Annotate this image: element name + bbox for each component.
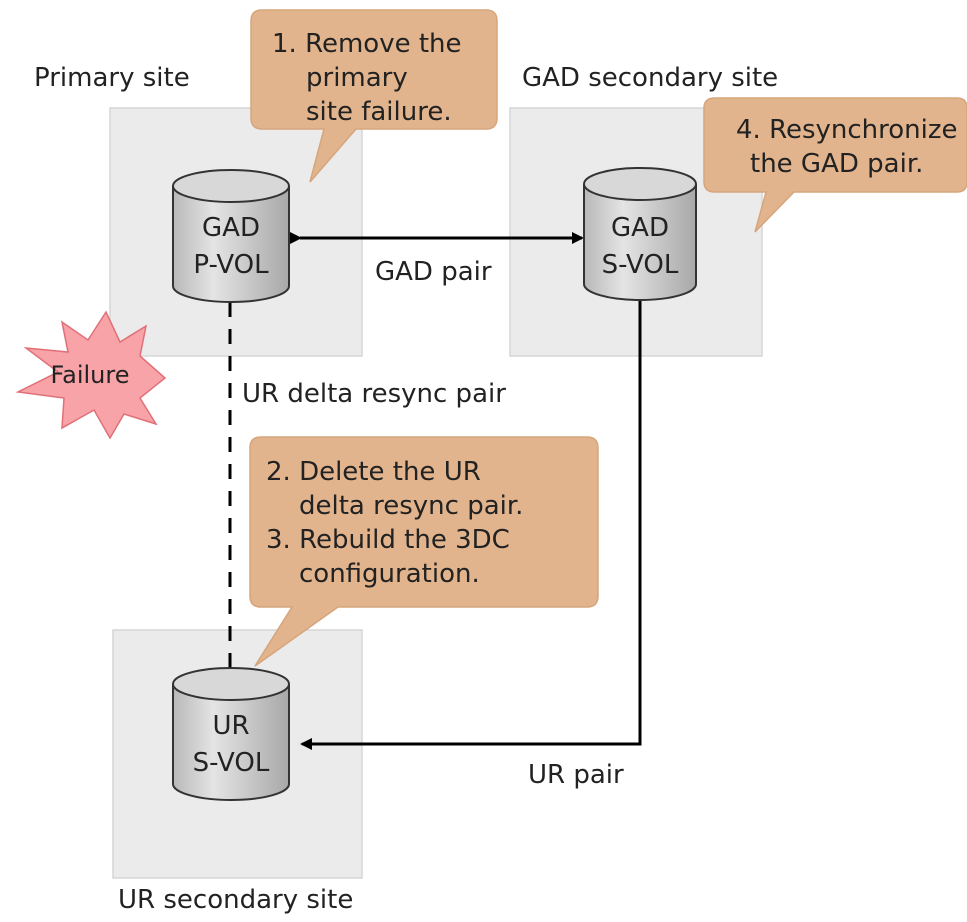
callout-step4: 4. Resynchronize the GAD pair. [703, 97, 967, 233]
gad-svol-line2: S-VOL [602, 250, 679, 280]
gad-secondary-site-label: GAD secondary site [522, 63, 778, 93]
gad-pvol-cylinder: GAD P-VOL [172, 169, 290, 303]
ur-svol-cylinder: UR S-VOL [172, 667, 290, 801]
callout-step1-line3: site failure. [306, 97, 452, 127]
callout-step4-line1: 4. Resynchronize [736, 115, 958, 145]
ur-svol-line2: S-VOL [193, 748, 270, 778]
callout-steps23-line1: 2. Delete the UR [266, 457, 481, 487]
ur-svol-line1: UR [212, 711, 249, 741]
callout-step1-line2: primary [306, 63, 408, 93]
callout-step1-line1: 1. Remove the [272, 29, 462, 59]
ur-pair-label: UR pair [528, 760, 624, 790]
gad-svol-line1: GAD [611, 213, 669, 243]
failure-label: Failure [51, 361, 130, 389]
gad-pvol-line1: GAD [202, 213, 260, 243]
callout-step4-line2: the GAD pair. [750, 149, 923, 179]
gad-pair-label: GAD pair [375, 257, 492, 287]
ur-secondary-site-label: UR secondary site [118, 885, 353, 915]
primary-site-label: Primary site [34, 63, 190, 93]
callout-steps23-line3: 3. Rebuild the 3DC [266, 525, 510, 555]
failure-burst: Failure [15, 310, 167, 440]
ur-delta-resync-pair-label: UR delta resync pair [242, 379, 506, 409]
callout-steps23-line2: delta resync pair. [299, 491, 523, 521]
gad-svol-cylinder: GAD S-VOL [583, 167, 697, 301]
ur-pair-arrow [300, 300, 642, 750]
callout-step1: 1. Remove the primary site failure. [250, 9, 498, 183]
gad-pvol-line2: P-VOL [193, 250, 269, 280]
callout-steps23: 2. Delete the UR delta resync pair. 3. R… [249, 436, 599, 667]
callout-steps23-line4: configuration. [299, 559, 480, 589]
